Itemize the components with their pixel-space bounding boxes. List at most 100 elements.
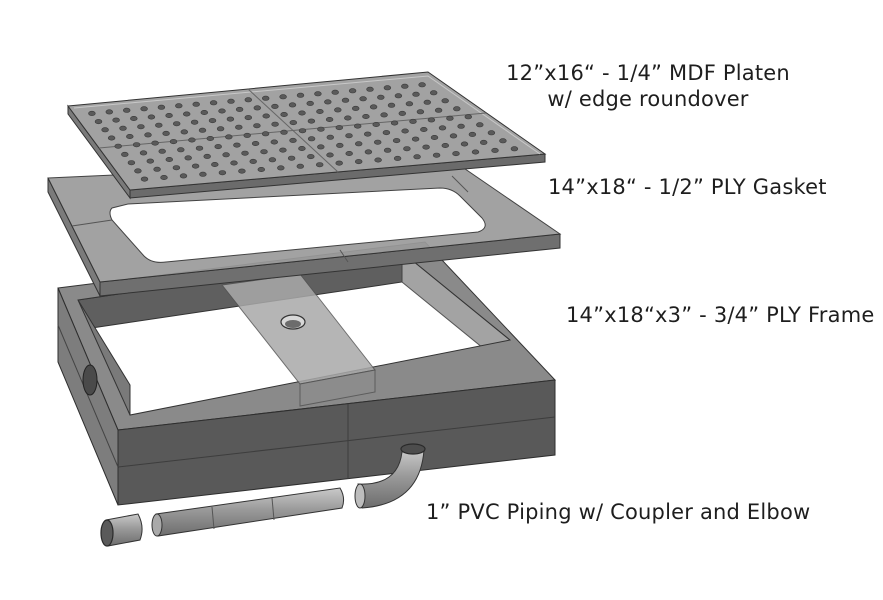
platen-hole [165,157,174,163]
platen-hole [140,106,148,112]
frame-front-ply-seam [117,416,556,468]
platen-hole [280,112,288,118]
platen-hole [177,147,185,153]
platen-hole [162,130,170,136]
platen-hole [364,131,372,137]
platen-hole [137,124,145,130]
platen-hole [244,115,253,121]
platen-hole [251,141,260,147]
platen-hole [438,125,447,131]
frame-label: 14”x18“x3” - 3/4” PLY Frame [566,303,875,327]
pvc-coupler-opening [100,519,114,547]
platen-hole [101,127,109,133]
platen-hole [262,95,270,101]
platen-hole [188,137,196,143]
platen-hole [480,139,488,145]
mdf-platen [67,71,547,200]
platen-hole [487,130,496,136]
platen-hole [352,105,360,111]
platen-hole [147,114,156,120]
platen-hole [260,149,268,155]
platen-hole [233,142,241,148]
platen-hole [134,168,142,174]
platen-hole [216,126,225,132]
platen-hole [180,129,189,135]
platen-hole [393,155,402,161]
platen-hole [296,163,304,169]
platen-hole [430,135,439,141]
platen-hole [423,99,431,105]
platen-hole [307,118,316,124]
platen-hole [401,83,409,89]
platen-hole [151,140,159,146]
frame-center-rib [221,273,376,385]
platen-hole [355,159,363,165]
platen-hole [279,147,287,153]
platen-label-line1: 12”x16“ - 1/4” MDF Platen [506,61,790,85]
platen-hole [460,141,469,147]
platen-hole [446,115,454,121]
platen-hole [326,134,334,140]
platen-hole [418,82,426,88]
platen-hole [244,97,253,103]
platen-hole [413,154,421,160]
platen-hole [206,136,215,142]
platen-hole [235,106,244,112]
platen-hole [441,143,449,149]
platen-hole [307,154,315,160]
platen-hole [453,106,461,112]
platen-hole [235,124,243,130]
platen-hole [383,147,392,153]
gasket-joint-a [71,219,113,227]
plywood-frame [57,241,557,506]
platen-hole [218,170,227,176]
platen-hole [314,91,322,97]
platen-hole [382,130,391,136]
platen-hole [279,94,287,100]
platen-hole [316,162,324,168]
platen-hole [262,113,270,119]
platen-hole [218,108,226,114]
platen-hole [354,123,362,129]
platen-hole [127,160,136,166]
platen-hole [257,167,265,173]
platen-hole [335,125,343,131]
platen-hole [203,153,211,159]
platen-hole [355,141,363,147]
platen-hole [190,119,199,125]
platen-hole [452,151,460,157]
gasket-joint-b [339,249,349,263]
platen-hole [326,152,334,158]
gasket-label: 14”x18“ - 1/2” PLY Gasket [548,175,827,199]
platen-roundover-line [73,75,541,155]
platen-hole [160,175,168,181]
platen-hole [317,126,325,132]
platen-hole [366,86,374,92]
platen-hole [289,137,297,143]
platen-hole [214,144,222,150]
platen-hole [457,123,465,129]
platen-hole [126,134,134,140]
platen-hole [261,131,270,137]
pvc-long-pipe-mark-b [271,497,275,521]
pvc-piping [100,443,426,547]
platen-hole [253,105,261,111]
platen-hole [191,163,200,169]
frame-center-rib-side [299,369,376,407]
platen-hole [420,127,428,133]
platen-hole [362,114,370,120]
platen-hole [140,176,149,182]
pvc-elbow-side-opening [354,483,366,509]
platen-hole [200,110,209,116]
pvc-long-pipe [155,487,345,537]
platen-hole [175,103,183,109]
platen-hole [325,117,334,123]
platen-hole [225,134,233,140]
platen-hole [491,147,499,153]
platen-hole [345,133,353,139]
platen-hole [287,155,296,161]
platen-hole [468,131,477,137]
platen-hole [499,138,507,144]
platen-hole [243,132,251,138]
